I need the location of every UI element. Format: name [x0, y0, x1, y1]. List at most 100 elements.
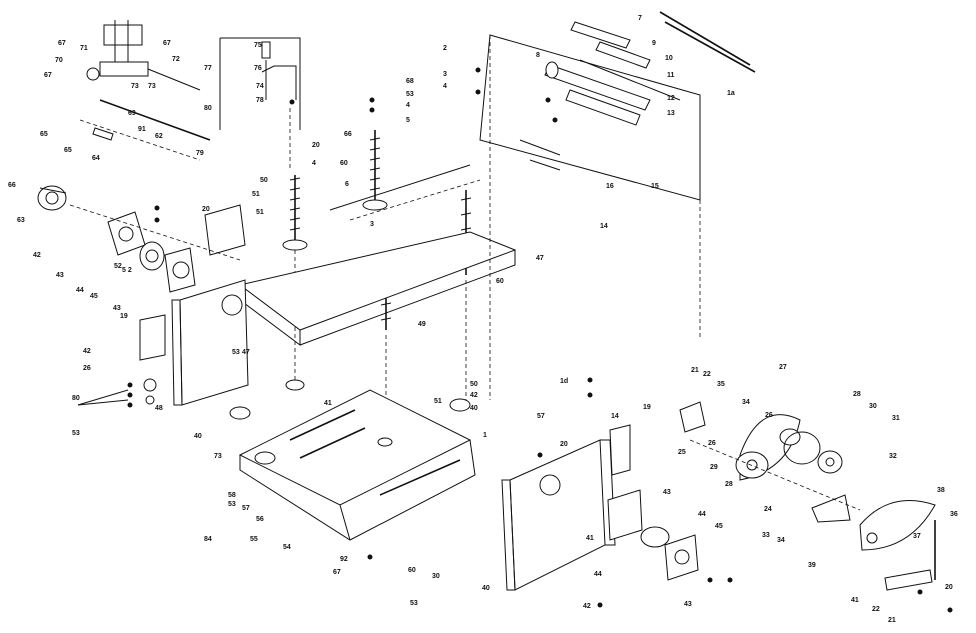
callout-label: 40 [194, 433, 202, 440]
callout-label: 45 [715, 523, 723, 530]
callout-label: 12 [667, 95, 675, 102]
callout-label: 20 [202, 206, 210, 213]
callout-label: 34 [777, 537, 785, 544]
callout-label: 73 [131, 83, 139, 90]
callout-label: 21 [691, 367, 699, 374]
callout-label: 66 [8, 182, 16, 189]
callout-label: 24 [764, 506, 772, 513]
callout-label: 42 [470, 392, 478, 399]
callout-label: 19 [643, 404, 651, 411]
callout-label: 14 [611, 413, 619, 420]
callout-label: 67 [58, 40, 66, 47]
callout-label: 53 [72, 430, 80, 437]
callout-label: 72 [172, 56, 180, 63]
callout-label: 26 [83, 365, 91, 372]
callout-label: 91 [138, 126, 146, 133]
callout-label: 69 [128, 110, 136, 117]
callout-label: 19 [120, 313, 128, 320]
callout-label: 42 [33, 252, 41, 259]
callout-label: 52 [114, 263, 122, 270]
callout-label: 53 [228, 501, 236, 508]
callout-label: 80 [72, 395, 80, 402]
callout-label: 67 [44, 72, 52, 79]
callout-label: 39 [808, 562, 816, 569]
callout-label: 10 [665, 55, 673, 62]
right-side-frame [501, 424, 699, 591]
callout-label: 28 [725, 481, 733, 488]
callout-label: 53 [232, 349, 240, 356]
callout-label: 33 [762, 532, 770, 539]
callout-label: 43 [113, 305, 121, 312]
callout-label: 56 [256, 516, 264, 523]
height-crank [219, 37, 301, 170]
callout-label: 30 [869, 403, 877, 410]
callout-label: 5 [406, 117, 410, 124]
callout-label: 40 [470, 405, 478, 412]
callout-label: 84 [204, 536, 212, 543]
callout-label: 43 [663, 489, 671, 496]
callout-label: 41 [851, 597, 859, 604]
callout-label: 36 [950, 511, 958, 518]
callout-label: 54 [283, 544, 291, 551]
callout-label: 55 [250, 536, 258, 543]
callout-label: 26 [708, 440, 716, 447]
callout-label: 58 [228, 492, 236, 499]
callout-label: 47 [536, 255, 544, 262]
pulley-drive [679, 401, 936, 591]
callout-label: 64 [92, 155, 100, 162]
callout-label: 44 [76, 287, 84, 294]
callout-label: 8 [536, 52, 540, 59]
callout-label: 2 [443, 45, 447, 52]
callout-label: 60 [496, 278, 504, 285]
callout-label: 66 [344, 131, 352, 138]
callout-label: 49 [418, 321, 426, 328]
cutter-head [479, 11, 756, 400]
callout-label: 92 [340, 556, 348, 563]
callout-label: 70 [55, 57, 63, 64]
callout-label: 74 [256, 83, 264, 90]
callout-label: 79 [196, 150, 204, 157]
annotation-label: 5 2 [122, 267, 132, 274]
callout-label: 3 [443, 71, 447, 78]
callout-label: 45 [90, 293, 98, 300]
callout-label: 16 [606, 183, 614, 190]
callout-label: 73 [148, 83, 156, 90]
callout-label: 51 [434, 398, 442, 405]
callout-label: 40 [482, 585, 490, 592]
callout-label: 42 [83, 348, 91, 355]
callout-label: 13 [667, 110, 675, 117]
callout-label: 1 [483, 432, 487, 439]
table-plate [238, 164, 517, 346]
callout-label: 4 [312, 160, 316, 167]
callout-label: 53 [410, 600, 418, 607]
callout-label: 47 [242, 349, 250, 356]
callout-label: 63 [17, 217, 25, 224]
callout-label: 25 [678, 449, 686, 456]
callout-label: 48 [155, 405, 163, 412]
callout-label: 20 [945, 584, 953, 591]
callout-label: 44 [698, 511, 706, 518]
callout-label: 29 [710, 464, 718, 471]
callout-label: 51 [256, 209, 264, 216]
callout-label: 60 [340, 160, 348, 167]
callout-label: 43 [56, 272, 64, 279]
callout-label: 15 [651, 183, 659, 190]
callout-label: 4 [443, 83, 447, 90]
callout-label: 57 [537, 413, 545, 420]
callout-label: 1d [560, 378, 568, 385]
callout-label: 43 [684, 601, 692, 608]
callout-label: 65 [40, 131, 48, 138]
callout-label: 75 [254, 42, 262, 49]
callout-label: 41 [324, 400, 332, 407]
callout-label: 53 [406, 91, 414, 98]
callout-label: 3 [370, 221, 374, 228]
callout-label: 22 [703, 371, 711, 378]
callout-label: 6 [345, 181, 349, 188]
callout-label: 62 [155, 133, 163, 140]
callout-label: 41 [586, 535, 594, 542]
callout-label: 32 [889, 453, 897, 460]
callout-label: 76 [254, 65, 262, 72]
callout-label: 37 [913, 533, 921, 540]
